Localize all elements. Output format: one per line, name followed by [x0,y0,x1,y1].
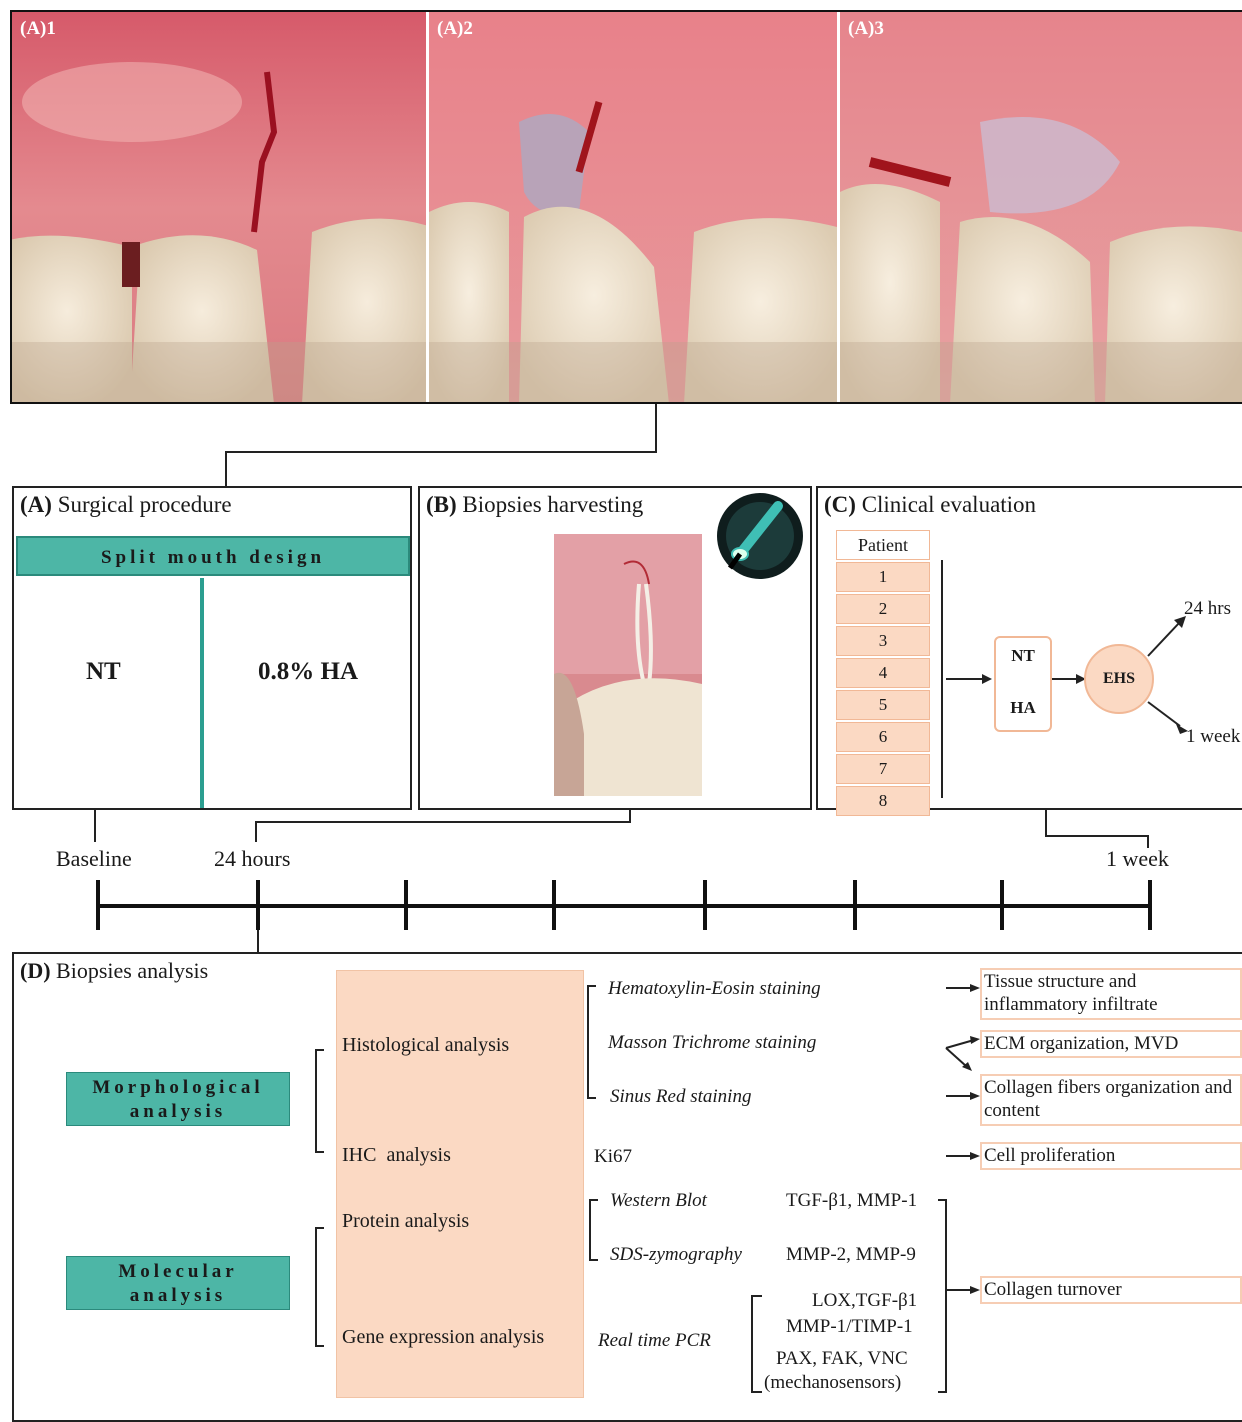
pcr-target-4: (mechanosensors) [764,1372,901,1394]
timeline-baseline: Baseline [56,846,132,872]
biopsy-punch-icon [716,492,804,580]
time-1week: 1 week [1186,726,1242,748]
split-divider [200,578,204,808]
result-collagen-turnover: Collagen turnover [980,1276,1242,1304]
ihc-analysis-label: IHC analysis [342,1144,451,1167]
protein-analysis-label: Protein analysis [342,1210,469,1233]
result-cell-proliferation: Cell proliferation [980,1142,1242,1170]
panel-biopsies-harvesting: (B) Biopsies harvesting [418,486,812,810]
group-ha: HA [996,698,1050,718]
panel-clinical-evaluation: (C) Clinical evaluation Patient 1 2 3 4 … [816,486,1242,810]
histological-analysis-label: Histological analysis [342,1034,509,1057]
ehs-circle: EHS [1084,644,1154,714]
panel-b-title: (B) Biopsies harvesting [426,492,643,518]
western-blot: Western Blot [610,1190,707,1212]
ha-label: 0.8% HA [258,658,358,686]
masson-staining: Masson Trichrome staining [608,1032,816,1054]
ki67-label: Ki67 [594,1146,632,1168]
result-ecm-organization: ECM organization, MVD [980,1030,1242,1058]
timeline-24-hours: 24 hours [214,846,290,872]
gene-expression-label: Gene expression analysis [342,1326,544,1349]
panel-surgical-procedure: (A) Surgical procedure Split mouth desig… [12,486,412,810]
pcr-target-2: MMP-1/TIMP-1 [786,1316,913,1338]
molecular-analysis-box: Molecular analysis [66,1256,290,1310]
sds-targets: MMP-2, MMP-9 [786,1244,916,1266]
group-nt: NT [996,646,1050,666]
pcr-target-1: LOX,TGF-β1 [812,1290,917,1312]
panel-a-title: (A) Surgical procedure [20,492,232,518]
sds-zymography: SDS-zymography [610,1244,742,1266]
nt-label: NT [86,658,121,686]
treatment-groups-box: NT HA [994,636,1052,732]
real-time-pcr: Real time PCR [598,1330,711,1352]
split-mouth-header: Split mouth design [16,536,410,576]
panel-d-title: (D) Biopsies analysis [20,958,208,984]
he-staining: Hematoxylin-Eosin staining [608,978,821,1000]
morphological-analysis-box: Morphological analysis [66,1072,290,1126]
timeline-1-week: 1 week [1106,846,1169,872]
result-tissue-structure: Tissue structure and inflammatory infilt… [980,968,1242,1020]
biopsy-photo [554,534,702,796]
wb-targets: TGF-β1, MMP-1 [786,1190,917,1212]
sirius-staining: Sinus Red staining [610,1086,751,1108]
time-24hrs: 24 hrs [1184,598,1231,620]
result-collagen-fibers: Collagen fibers organization and content [980,1074,1242,1126]
pcr-target-3: PAX, FAK, VNC [776,1348,908,1370]
